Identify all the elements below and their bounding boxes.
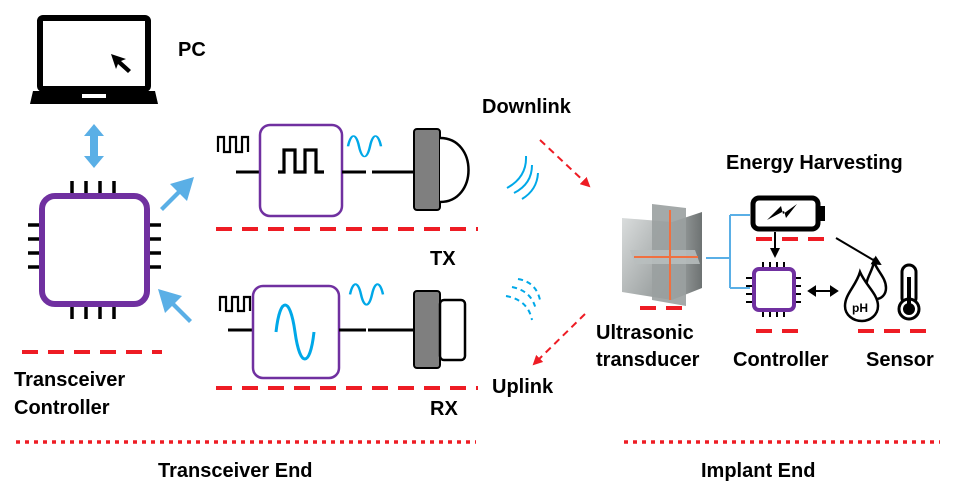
- implant-chip-icon: [746, 262, 801, 317]
- rx-arrow-icon: [158, 289, 192, 323]
- energy-harvesting-label: Energy Harvesting: [726, 152, 903, 174]
- transceiver-controller-label-line2: Controller: [14, 397, 110, 419]
- rx-demodulator-box: [251, 284, 341, 380]
- thermometer-icon: [897, 263, 921, 321]
- tx-arrow-icon: [160, 177, 194, 211]
- ph-drop-icon: [843, 257, 888, 323]
- red-dash-lines: [22, 227, 926, 390]
- connector-bracket: [706, 214, 750, 289]
- ultrasonic-transducer-label-line2: transducer: [596, 349, 700, 371]
- pc-label: PC: [178, 39, 206, 61]
- cursor-icon: [111, 54, 131, 73]
- chip-sensor-double-arrow-icon: [807, 285, 839, 297]
- laptop-icon: [30, 15, 158, 104]
- transceiver-controller-label-line1: Transceiver: [14, 369, 126, 391]
- tx-modulator-box: [258, 123, 344, 218]
- cross-transducer-icon: [622, 204, 702, 306]
- rx-label: RX: [430, 398, 458, 420]
- downlink-waves-icon: [506, 155, 539, 200]
- tx-label: TX: [430, 248, 456, 270]
- implant-controller-label: Controller: [733, 349, 829, 371]
- ultrasonic-transducer-label-line1: Ultrasonic: [596, 322, 694, 344]
- ph-text: pH: [852, 301, 868, 315]
- rx-transducer-icon: [413, 290, 467, 369]
- sensor-label: Sensor: [866, 349, 934, 371]
- tx-transducer-icon: [413, 128, 470, 211]
- downlink-arrow-icon: [539, 139, 591, 188]
- tx-small-square-wave-icon: [216, 135, 250, 154]
- transceiver-chip-icon: [28, 181, 161, 319]
- downlink-label: Downlink: [482, 96, 571, 118]
- rx-sine-wave-icon: [348, 283, 385, 306]
- tx-sine-wave-icon: [346, 135, 383, 158]
- uplink-label: Uplink: [492, 376, 554, 398]
- uplink-waves-icon: [505, 278, 541, 321]
- battery-icon: [750, 195, 825, 232]
- rx-small-square-wave-icon: [218, 295, 252, 313]
- uplink-arrow-icon: [532, 313, 586, 366]
- bidirectional-arrow-icon: [84, 124, 104, 168]
- transceiver-end-label: Transceiver End: [158, 460, 313, 482]
- lightning-icon: [767, 204, 797, 220]
- battery-to-sensor-arrow: [835, 237, 882, 266]
- implant-end-label: Implant End: [701, 460, 816, 482]
